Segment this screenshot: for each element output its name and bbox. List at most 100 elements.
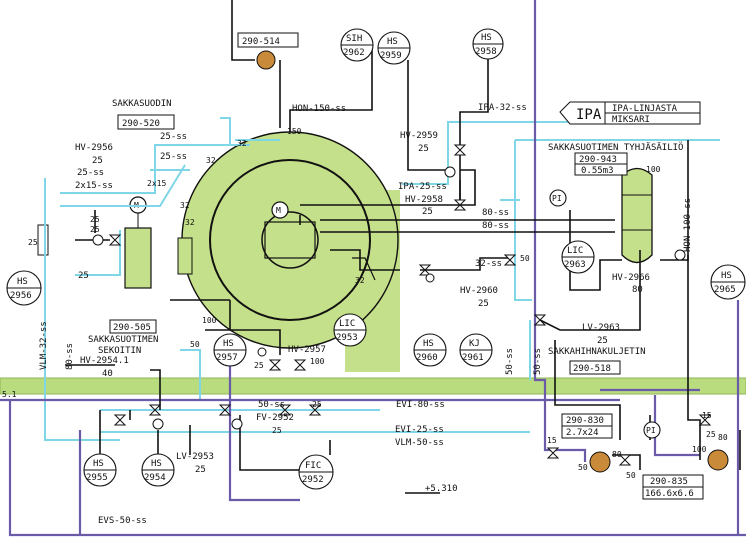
lbl-80-pa: 80	[612, 450, 622, 459]
tag-290-520: 290-520	[117, 114, 175, 130]
lbl-lv2953-25: 25	[195, 465, 206, 475]
lbl-50ss-v2: 50-ss	[533, 348, 543, 375]
lbl-evs50: EVS-50-ss	[98, 516, 147, 526]
inst-kj-2961-a: KJ	[469, 339, 480, 349]
inst-hs-2958-a: HS	[481, 33, 492, 43]
lbl-32ss: 32-ss	[475, 259, 502, 269]
tag-290-518: 290-518	[569, 360, 621, 375]
lbl-32-c: 32	[180, 201, 190, 210]
lbl-32-e: 32	[355, 276, 365, 285]
pump2-size-text: 166.6x6.6	[645, 489, 694, 499]
lbl-25ss-c: 25-ss	[160, 152, 187, 162]
lbl-100-hv: 100	[310, 357, 325, 366]
inst-hs-2958[interactable]: HS 2958	[472, 28, 504, 60]
inst-fic-2952-b: 2952	[302, 475, 324, 485]
lbl-ipa25: IPA-25-ss	[398, 182, 447, 192]
inst-fic-2952-a: FIC	[305, 461, 321, 471]
inst-fic-2952[interactable]: FIC 2952	[298, 454, 334, 490]
inst-hs-2959-b: 2959	[380, 51, 402, 61]
inst-sih-2962-b: 2962	[343, 48, 365, 58]
pump1-size-text: 2.7x24	[566, 428, 599, 438]
inst-hs-2965[interactable]: HS 2965	[710, 264, 746, 300]
tag-290-943: 290-943 0.55m3	[574, 152, 628, 176]
inst-lic-2953[interactable]: LIC 2953	[333, 313, 367, 347]
inst-hs-2957-a: HS	[223, 339, 234, 349]
lbl-5310: +5.310	[425, 484, 458, 494]
tank-volume-text: 0.55m3	[581, 166, 614, 176]
lbl-15-a: 15	[547, 436, 557, 445]
lbl-25-fv: 25	[312, 400, 322, 409]
valves	[108, 144, 712, 466]
inst-kj-2961-b: 2961	[462, 353, 484, 363]
lbl-25-hv: 25	[254, 361, 264, 370]
inst-lic-2953-b: 2953	[336, 333, 358, 343]
tag-290-505-text: 290-505	[113, 323, 151, 333]
pi-gauge-1: PI	[549, 189, 567, 207]
lbl-lv2963: LV-2963	[582, 323, 620, 333]
pi-gauge-1-label: PI	[552, 194, 562, 203]
inst-hs-2957-b: 2957	[216, 353, 238, 363]
black-lines	[65, 0, 741, 494]
tag-290-943-text: 290-943	[579, 155, 617, 165]
lbl-kuljetin: SAKKAHIHNAKULJETIN	[548, 347, 646, 357]
lbl-100-m: 100	[202, 316, 217, 325]
pump-290-830	[589, 451, 611, 473]
inst-hs-2954[interactable]: HS 2954	[141, 453, 175, 487]
lbl-hv2960-25: 25	[478, 299, 489, 309]
inst-hs-2954-b: 2954	[144, 473, 166, 483]
tag-290-514: 290-514	[237, 32, 299, 48]
lbl-seko-2: SEKOITIN	[98, 346, 141, 356]
lbl-51: 5.1	[2, 390, 17, 399]
inst-hs-2956-a: HS	[17, 277, 28, 287]
lbl-hv2956: HV-2956	[75, 143, 113, 153]
inst-hs-2965-b: 2965	[714, 285, 736, 295]
ipa-label: IPA	[576, 107, 602, 123]
inst-kj-2961[interactable]: KJ 2961	[459, 333, 493, 367]
inst-lic-2963[interactable]: LIC 2963	[561, 240, 595, 274]
lbl-50ss-h: 50-ss	[258, 400, 285, 410]
inst-lic-2953-a: LIC	[339, 319, 355, 329]
inst-hs-2955[interactable]: HS 2955	[83, 453, 117, 487]
lbl-hv2960: HV-2960	[460, 286, 498, 296]
lbl-50ss-v1: 50-ss	[505, 348, 515, 375]
inst-hs-2960[interactable]: HS 2960	[413, 333, 447, 367]
lbl-25-p2: 25	[706, 430, 716, 439]
lbl-hon100: HON-100-ss	[683, 198, 693, 252]
pi-gauge-2: PI	[643, 421, 661, 439]
inst-hs-2955-a: HS	[93, 459, 104, 469]
pump-290-514	[256, 50, 276, 70]
lbl-150: 150	[287, 127, 302, 136]
lbl-25-fv2: 25	[272, 426, 282, 435]
miksari-label: MIKSARI	[612, 115, 650, 125]
lbl-fv2952: FV-2952	[256, 413, 294, 423]
tag-290-835: 290-835 166.6x6.6	[642, 474, 704, 500]
tag-290-520-text: 290-520	[122, 119, 160, 129]
tag-290-830: 290-830 2.7x24	[561, 413, 613, 439]
inst-hs-2959-a: HS	[387, 37, 398, 47]
tyhjasailio-tank	[621, 167, 653, 264]
lbl-hv2958: HV-2958	[405, 195, 443, 205]
inst-sih-2962[interactable]: SIH 2962	[340, 28, 374, 62]
lbl-25-filter: 25	[28, 238, 38, 247]
ipa-box: IPA IPA-LINJASTA MIKSARI	[559, 101, 701, 125]
pi-gauge-2-label: PI	[646, 426, 656, 435]
lbl-hon150: HON-150-ss	[292, 104, 346, 114]
lbl-hv2958-25: 25	[422, 207, 433, 217]
inst-lic-2963-a: LIC	[567, 246, 583, 256]
lbl-80ss-b: 80-ss	[482, 221, 509, 231]
green-band	[0, 377, 746, 395]
lbl-hv2954-40: 40	[102, 369, 113, 379]
inst-sih-2962-a: SIH	[346, 34, 362, 44]
inst-hs-2957[interactable]: HS 2957	[213, 333, 247, 367]
inst-hs-2959[interactable]: HS 2959	[377, 31, 411, 65]
lbl-15-b: 15	[702, 411, 712, 420]
inst-hs-2965-a: HS	[721, 271, 732, 281]
pump-290-835	[707, 449, 729, 471]
lbl-50-pb: 50	[626, 471, 636, 480]
tag-290-830-text: 290-830	[566, 416, 604, 426]
lbl-evi25: EVI-25-ss	[395, 425, 444, 435]
text-labels: SAKKASUODIN HON-150-ss 150 IPA-32-ss HV-…	[2, 99, 728, 526]
lbl-100-p2: 100	[692, 445, 707, 454]
inst-hs-2956[interactable]: HS 2956	[6, 270, 42, 306]
